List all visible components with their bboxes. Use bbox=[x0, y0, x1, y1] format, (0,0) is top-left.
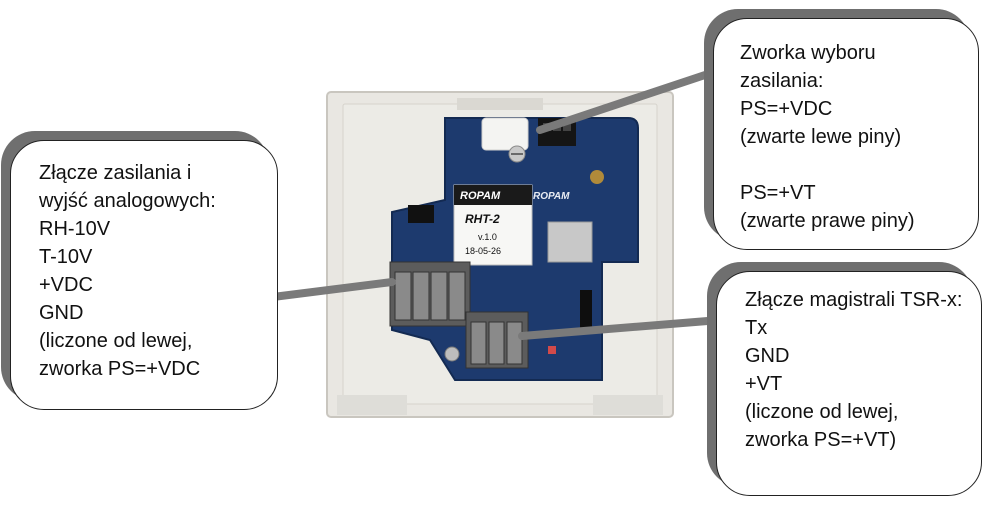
terminal-screw-vt bbox=[506, 321, 523, 365]
callout-bus-connector: Złącze magistrali TSR-x: Tx GND +VT (lic… bbox=[716, 271, 982, 496]
leader-line-power-jumper bbox=[536, 64, 730, 134]
jumper-pin bbox=[563, 123, 571, 131]
sensor-housing bbox=[481, 117, 529, 151]
enclosure-clip-right bbox=[593, 395, 663, 415]
board-version: v.1.0 bbox=[478, 232, 497, 242]
terminal-screw-bus-gnd bbox=[488, 321, 505, 365]
terminal-screw-t bbox=[412, 271, 430, 321]
leader-line-power-connector bbox=[261, 278, 396, 302]
chip bbox=[408, 205, 434, 223]
sensor-element bbox=[547, 221, 593, 263]
led-indicator bbox=[548, 346, 556, 354]
callout-power-connector-text: Złącze zasilania i wyjść analogowych: RH… bbox=[39, 162, 216, 380]
chip bbox=[580, 290, 592, 330]
product-label-logo-band bbox=[454, 185, 532, 205]
callout-power-jumper-text: Zworka wyboru zasilania: PS=+VDC (zwarte… bbox=[740, 42, 915, 232]
callout-bus-connector-text: Złącze magistrali TSR-x: Tx GND +VT (lic… bbox=[745, 289, 963, 451]
screw-icon bbox=[444, 346, 460, 362]
callout-power-jumper: Zworka wyboru zasilania: PS=+VDC (zwarte… bbox=[713, 18, 979, 250]
board-logo-silkscreen: ROPAM bbox=[533, 191, 570, 202]
terminal-screw-tx bbox=[470, 321, 487, 365]
board-logo: ROPAM bbox=[460, 190, 501, 202]
terminal-screw-rh bbox=[394, 271, 412, 321]
terminal-screw-gnd bbox=[448, 271, 466, 321]
enclosure-clip-top bbox=[457, 98, 543, 110]
capacitor bbox=[590, 170, 604, 184]
terminal-screw-vdc bbox=[430, 271, 448, 321]
enclosure-clip-left bbox=[337, 395, 407, 415]
board-date: 18-05-26 bbox=[465, 246, 501, 256]
leader-line-bus-connector bbox=[518, 316, 724, 340]
callout-power-connector: Złącze zasilania i wyjść analogowych: RH… bbox=[10, 140, 278, 410]
board-model: RHT-2 bbox=[465, 212, 500, 226]
